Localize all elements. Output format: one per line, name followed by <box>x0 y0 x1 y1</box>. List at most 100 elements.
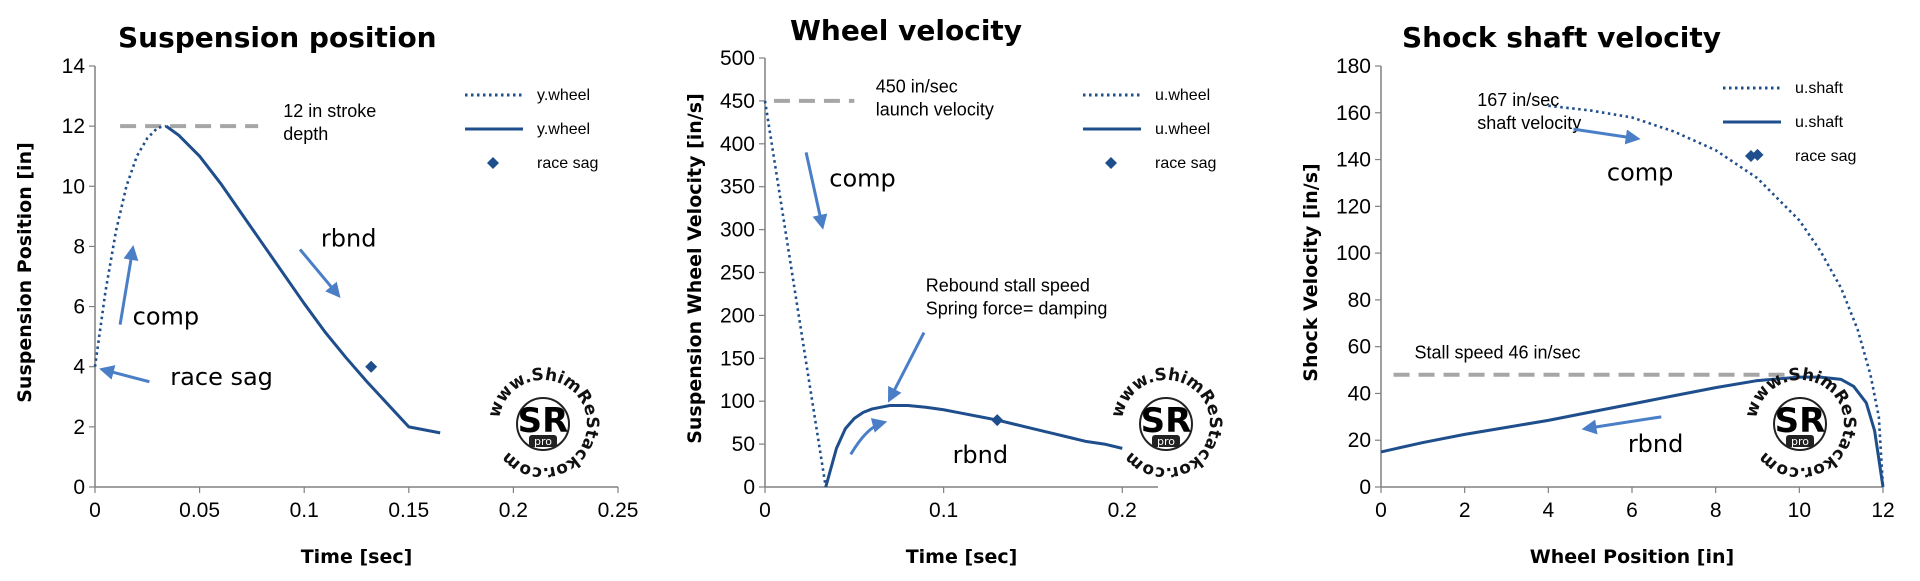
annotation-text: rbnd <box>321 224 377 252</box>
annotation-text: shaft velocity <box>1477 113 1581 133</box>
y-axis-title: Suspension Wheel Velocity [in/s] <box>684 93 706 444</box>
y-tick-label: 80 <box>1348 289 1371 312</box>
x-tick-label: 0.25 <box>598 499 639 522</box>
y-tick-label: 8 <box>73 235 85 258</box>
y-tick-label: 150 <box>720 347 755 370</box>
legend-label: u.shaft <box>1795 80 1844 97</box>
y-tick-label: 12 <box>62 115 85 138</box>
legend-label: race sag <box>1795 148 1856 165</box>
y-tick-label: 0 <box>743 476 755 499</box>
annotation-text: rbnd <box>1628 430 1684 458</box>
y-tick-label: 40 <box>1348 382 1371 405</box>
logo-pro: pro <box>1157 435 1175 448</box>
logo-pro-bar <box>529 435 557 447</box>
chart-3: Shock shaft velocity02040608010012014016… <box>1300 21 1895 568</box>
x-tick-label: 0.2 <box>499 499 528 522</box>
x-tick-label: 0.2 <box>1108 499 1137 522</box>
y-tick-label: 450 <box>720 90 755 113</box>
y-tick-label: 10 <box>62 175 85 198</box>
y-tick-label: 120 <box>1336 195 1371 218</box>
race-sag-marker <box>991 414 1004 427</box>
annotation-text: Rebound stall speed <box>926 275 1090 295</box>
annotation-arrow <box>887 331 926 403</box>
y-tick-label: 500 <box>720 47 755 70</box>
legend-label: race sag <box>537 155 598 172</box>
logo-pro-bar <box>1152 435 1180 447</box>
legend-label: u.wheel <box>1155 121 1210 138</box>
y-tick-label: 60 <box>1348 336 1371 359</box>
annotation-text: race sag <box>170 363 273 391</box>
annotation-text: comp <box>133 303 200 331</box>
x-tick-label: 0.05 <box>179 499 220 522</box>
logo-sr: SR <box>518 401 569 441</box>
x-tick-label: 0.15 <box>388 499 429 522</box>
y-tick-label: 4 <box>73 356 85 379</box>
annotation-text: comp <box>829 165 896 193</box>
y-tick-label: 14 <box>62 55 86 78</box>
annotation-text: 450 in/sec <box>876 76 958 96</box>
logo-sr: SR <box>1775 401 1826 441</box>
y-tick-label: 50 <box>732 433 755 456</box>
x-tick-label: 8 <box>1710 499 1722 522</box>
annotation-text: comp <box>1607 159 1674 187</box>
legend: u.wheel u.wheel race sag <box>1083 87 1216 172</box>
series-line-dotted <box>93 124 167 367</box>
x-axis-title: Time [sec] <box>906 546 1018 568</box>
annotation-arrow <box>849 418 888 456</box>
y-tick-label: 2 <box>73 416 85 439</box>
series-line-solid <box>165 124 441 435</box>
y-tick-label: 200 <box>720 304 755 327</box>
y-tick-label: 20 <box>1348 429 1371 452</box>
legend-label: u.wheel <box>1155 87 1210 104</box>
x-tick-label: 2 <box>1459 499 1471 522</box>
y-tick-label: 180 <box>1336 55 1371 78</box>
annotation-text: Stall speed 46 in/sec <box>1414 342 1580 362</box>
series-line-dotted <box>763 100 828 488</box>
y-axis-title: Suspension Position [in] <box>14 142 36 403</box>
annotation-text: Spring force= damping <box>926 298 1108 318</box>
annotation-arrow <box>1573 127 1641 145</box>
y-tick-label: 250 <box>720 262 755 285</box>
x-tick-label: 4 <box>1542 499 1554 522</box>
y-tick-label: 140 <box>1336 149 1371 172</box>
legend-label: race sag <box>1155 155 1216 172</box>
legend-swatch-marker <box>1745 150 1757 162</box>
y-tick-label: 100 <box>720 390 755 413</box>
logo-sr: SR <box>1141 401 1192 441</box>
x-tick-label: 6 <box>1626 499 1638 522</box>
x-tick-label: 0.1 <box>290 499 319 522</box>
y-tick-label: 100 <box>1336 242 1371 265</box>
legend-swatch-marker <box>487 157 499 169</box>
y-axis-title: Shock Velocity [in/s] <box>1300 163 1322 381</box>
y-tick-label: 6 <box>73 296 85 319</box>
x-tick-label: 0 <box>89 499 101 522</box>
logo-pro-bar <box>1786 435 1814 447</box>
legend-swatch-marker <box>1105 157 1117 169</box>
x-tick-label: 0 <box>759 499 771 522</box>
x-tick-label: 0 <box>1375 499 1387 522</box>
y-tick-label: 160 <box>1336 102 1371 125</box>
chart-2: Wheel velocity05010015020025030035040045… <box>684 14 1225 568</box>
x-tick-label: 0.1 <box>929 499 958 522</box>
y-tick-label: 0 <box>1359 476 1371 499</box>
race-sag-marker <box>365 360 378 373</box>
annotation-text: launch velocity <box>876 99 994 119</box>
y-tick-label: 400 <box>720 133 755 156</box>
series-line-dotted <box>1548 104 1885 488</box>
chart-title: Shock shaft velocity <box>1402 21 1721 54</box>
annotation-text: depth <box>283 124 328 144</box>
logo-pro: pro <box>1791 435 1809 448</box>
legend-label: y.wheel <box>537 87 590 104</box>
annotation-arrow <box>99 365 150 384</box>
annotation-arrow <box>298 248 341 298</box>
annotation-arrow <box>804 152 828 230</box>
annotation-text: rbnd <box>953 441 1009 469</box>
logo-pro: pro <box>534 435 552 448</box>
y-tick-label: 300 <box>720 219 755 242</box>
